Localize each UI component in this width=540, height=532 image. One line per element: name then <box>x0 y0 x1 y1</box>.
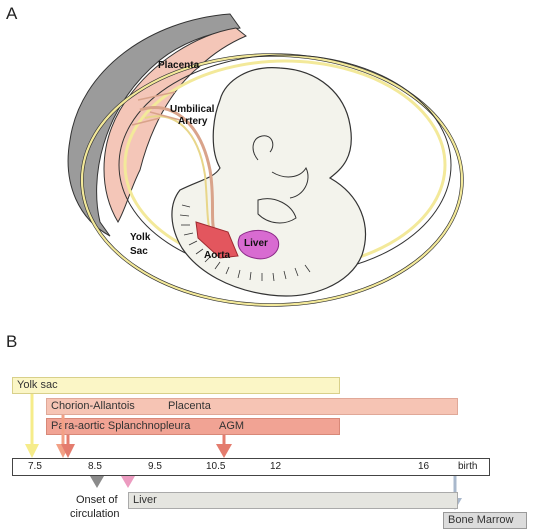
panel-a-letter: A <box>6 4 18 23</box>
embryo <box>171 67 366 297</box>
umbilical-artery <box>139 106 217 236</box>
agm-arrow <box>216 444 232 458</box>
para-aortic-arrow <box>61 444 75 458</box>
umbilical-artery-label-line1: Umbilical <box>170 104 215 115</box>
aorta <box>195 221 239 259</box>
chorion-allantois-bar: Chorion-Allantois Placenta <box>46 398 458 415</box>
tick-7-5: 7.5 <box>28 461 42 472</box>
liver-bar: Liver <box>128 492 458 509</box>
placenta-label: Placenta <box>158 60 200 71</box>
yolk-sac-label-line2: Sac <box>130 246 148 257</box>
liver <box>237 230 280 260</box>
onset-label-line1: Onset of <box>76 494 118 506</box>
tick-10-5: 10.5 <box>206 461 226 472</box>
tick-8-5: 8.5 <box>88 461 102 472</box>
umbilical-artery-label-line2: Artery <box>178 116 208 127</box>
somites <box>179 204 311 282</box>
embryo-diagram: Placenta Umbilical Artery Yolk Sac Aorta… <box>67 13 464 307</box>
para-aortic-label: Para-aortic Splanchnopleura <box>51 420 191 432</box>
placenta-bar-label: Placenta <box>168 400 211 412</box>
para-aortic-bar: Para-aortic Splanchnopleura AGM <box>46 418 340 435</box>
yolk-sac-label-line1: Yolk <box>130 232 151 243</box>
liver-arrow <box>121 476 135 488</box>
panel-b-letter: B <box>6 332 18 351</box>
tick-9-5: 9.5 <box>148 461 162 472</box>
liver-label: Liver <box>244 238 268 249</box>
tick-12: 12 <box>270 461 282 472</box>
chorion-allantois-label: Chorion-Allantois <box>51 400 135 412</box>
aorta-label: Aorta <box>204 250 231 261</box>
tick-birth: birth <box>458 461 478 472</box>
tick-16: 16 <box>418 461 430 472</box>
onset-circulation-arrow <box>90 476 104 488</box>
placenta-outer-layer <box>67 13 241 237</box>
onset-label-line2: circulation <box>70 508 120 520</box>
yolk-sac-arrow <box>25 444 39 458</box>
embryo-eye <box>252 135 274 161</box>
timeline <box>12 458 490 476</box>
yolk-sac-bar: Yolk sac <box>12 377 340 394</box>
embryo-jaw <box>271 166 309 199</box>
embryo-limb <box>257 198 297 224</box>
chorion-arrow <box>56 444 70 458</box>
agm-label: AGM <box>219 420 245 432</box>
bone-marrow-bar: Bone Marrow <box>443 512 527 529</box>
